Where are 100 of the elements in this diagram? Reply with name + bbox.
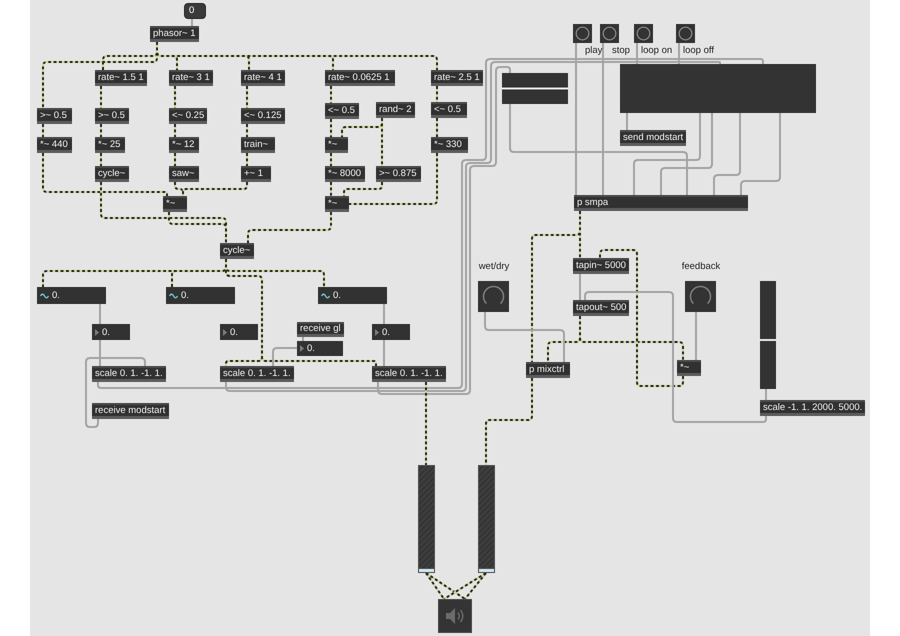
object-box: >~ 0.5	[95, 108, 129, 124]
patch-cord	[575, 43, 577, 195]
patch-cord	[509, 104, 688, 195]
patch-cord	[85, 357, 146, 428]
patch-cord	[602, 43, 604, 195]
object-box: rand~ 2	[376, 102, 414, 118]
object-box: scale 0. 1. -1. 1.	[220, 366, 294, 382]
bang-button	[600, 24, 619, 43]
signal-patch-cord	[381, 118, 383, 166]
patch-cord	[272, 347, 297, 366]
bang-button	[573, 24, 592, 43]
object-box: >~ 0.875	[376, 166, 421, 182]
patch-cord	[626, 113, 628, 130]
patch-cord	[97, 58, 764, 389]
speaker-icon	[438, 599, 472, 633]
patch-cord	[383, 340, 385, 366]
object-box: train~	[241, 137, 275, 153]
patch-cord	[636, 43, 638, 64]
signal-patch-cord	[343, 182, 383, 196]
bang-button	[634, 24, 653, 43]
signal-patch-cord	[168, 212, 227, 243]
signal-patch-cord	[100, 153, 102, 166]
number-value: 0.	[181, 290, 189, 301]
patch-cord	[695, 312, 697, 360]
dial-knob	[478, 281, 509, 312]
object-box: rate~ 0.0625 1	[325, 70, 395, 86]
signal-patch-cord	[182, 182, 248, 196]
patch-cord	[191, 19, 193, 26]
object-box: tapout~ 500	[573, 300, 630, 316]
signal-patch-cord	[330, 86, 332, 103]
object-box: rate~ 2.5 1	[431, 70, 483, 86]
object-box: scale -1. 1. 2000. 5000.	[760, 400, 866, 416]
button-label: loop off	[683, 45, 714, 56]
button-label: stop	[612, 45, 630, 56]
signal-patch-cord	[349, 153, 438, 205]
bang-button	[676, 24, 695, 43]
object-box: *~ 25	[95, 137, 125, 153]
signal-patch-cord	[330, 119, 332, 137]
object-box: rate~ 1.5 1	[95, 70, 147, 86]
signal-patch-cord	[100, 86, 102, 108]
object-box: *~	[325, 196, 349, 212]
patch-cord	[713, 113, 741, 195]
signal-patch-cord	[246, 124, 248, 137]
signal-patch-cord	[42, 153, 168, 196]
object-box: rate~ 4 1	[241, 70, 285, 86]
number-value: 0.	[52, 290, 60, 301]
number-value: 0.	[102, 326, 110, 338]
object-box: scale 0. 1. -1. 1.	[92, 366, 166, 382]
patch-cord	[678, 43, 680, 64]
object-box: <~ 0.5	[431, 102, 467, 118]
signal-patch-cord	[330, 153, 332, 166]
number-box	[372, 324, 410, 340]
number-value: 0.	[382, 326, 390, 338]
signal-patch-cord	[225, 259, 377, 366]
patch-cord	[377, 66, 511, 395]
signal-patch-cord	[436, 118, 438, 137]
patch-cord	[765, 389, 767, 400]
object-box: saw~	[169, 166, 199, 182]
display-panel	[620, 64, 816, 113]
button-label: play	[585, 45, 602, 56]
object-box: cycle~	[95, 166, 129, 182]
signal-patch-cord	[42, 42, 158, 108]
patch-cord	[225, 61, 721, 392]
signal-patch-cord	[579, 316, 684, 360]
object-box: <~ 0.25	[169, 108, 208, 124]
object-box: scale 0. 1. -1. 1.	[372, 366, 446, 382]
patch-cord	[740, 113, 781, 195]
object-box: *~	[325, 137, 348, 153]
object-box: *~ 440	[37, 137, 72, 153]
object-box: cycle~	[220, 243, 254, 259]
patch-cord	[579, 274, 581, 300]
object-box: <~ 0.5	[325, 103, 359, 119]
signal-patch-cord	[174, 153, 176, 166]
object-box: *~	[677, 360, 701, 376]
signal-number-box	[318, 287, 387, 304]
object-box: rate~ 3 1	[169, 70, 213, 86]
patch-cord	[484, 312, 565, 362]
gain-slider	[478, 465, 495, 573]
gain-slider	[418, 465, 435, 573]
signal-patch-cord	[425, 572, 445, 600]
dial-knob	[685, 281, 716, 312]
patch-cord	[99, 304, 101, 324]
signal-patch-cord	[174, 86, 176, 108]
object-box: *~ 12	[169, 137, 199, 153]
signal-patch-cord	[464, 572, 487, 600]
object-box: >~ 0.5	[37, 108, 72, 124]
signal-patch-cord	[425, 382, 427, 465]
patch-cord	[660, 113, 713, 195]
object-box: p smpa	[574, 195, 748, 211]
signal-patch-cord	[246, 153, 248, 166]
signal-patch-cord	[247, 212, 332, 243]
object-box: p mixctrl	[526, 362, 570, 378]
signal-patch-cord	[330, 182, 332, 196]
dial-label: wet/dry	[478, 261, 510, 272]
signal-patch-cord	[531, 211, 581, 362]
dial-label: feedback	[682, 261, 720, 272]
object-box: phasor~ 1	[150, 26, 199, 42]
signal-patch-cord	[599, 249, 684, 387]
object-box: *~ 330	[431, 137, 468, 153]
object-box: tapin~ 5000	[573, 258, 629, 274]
